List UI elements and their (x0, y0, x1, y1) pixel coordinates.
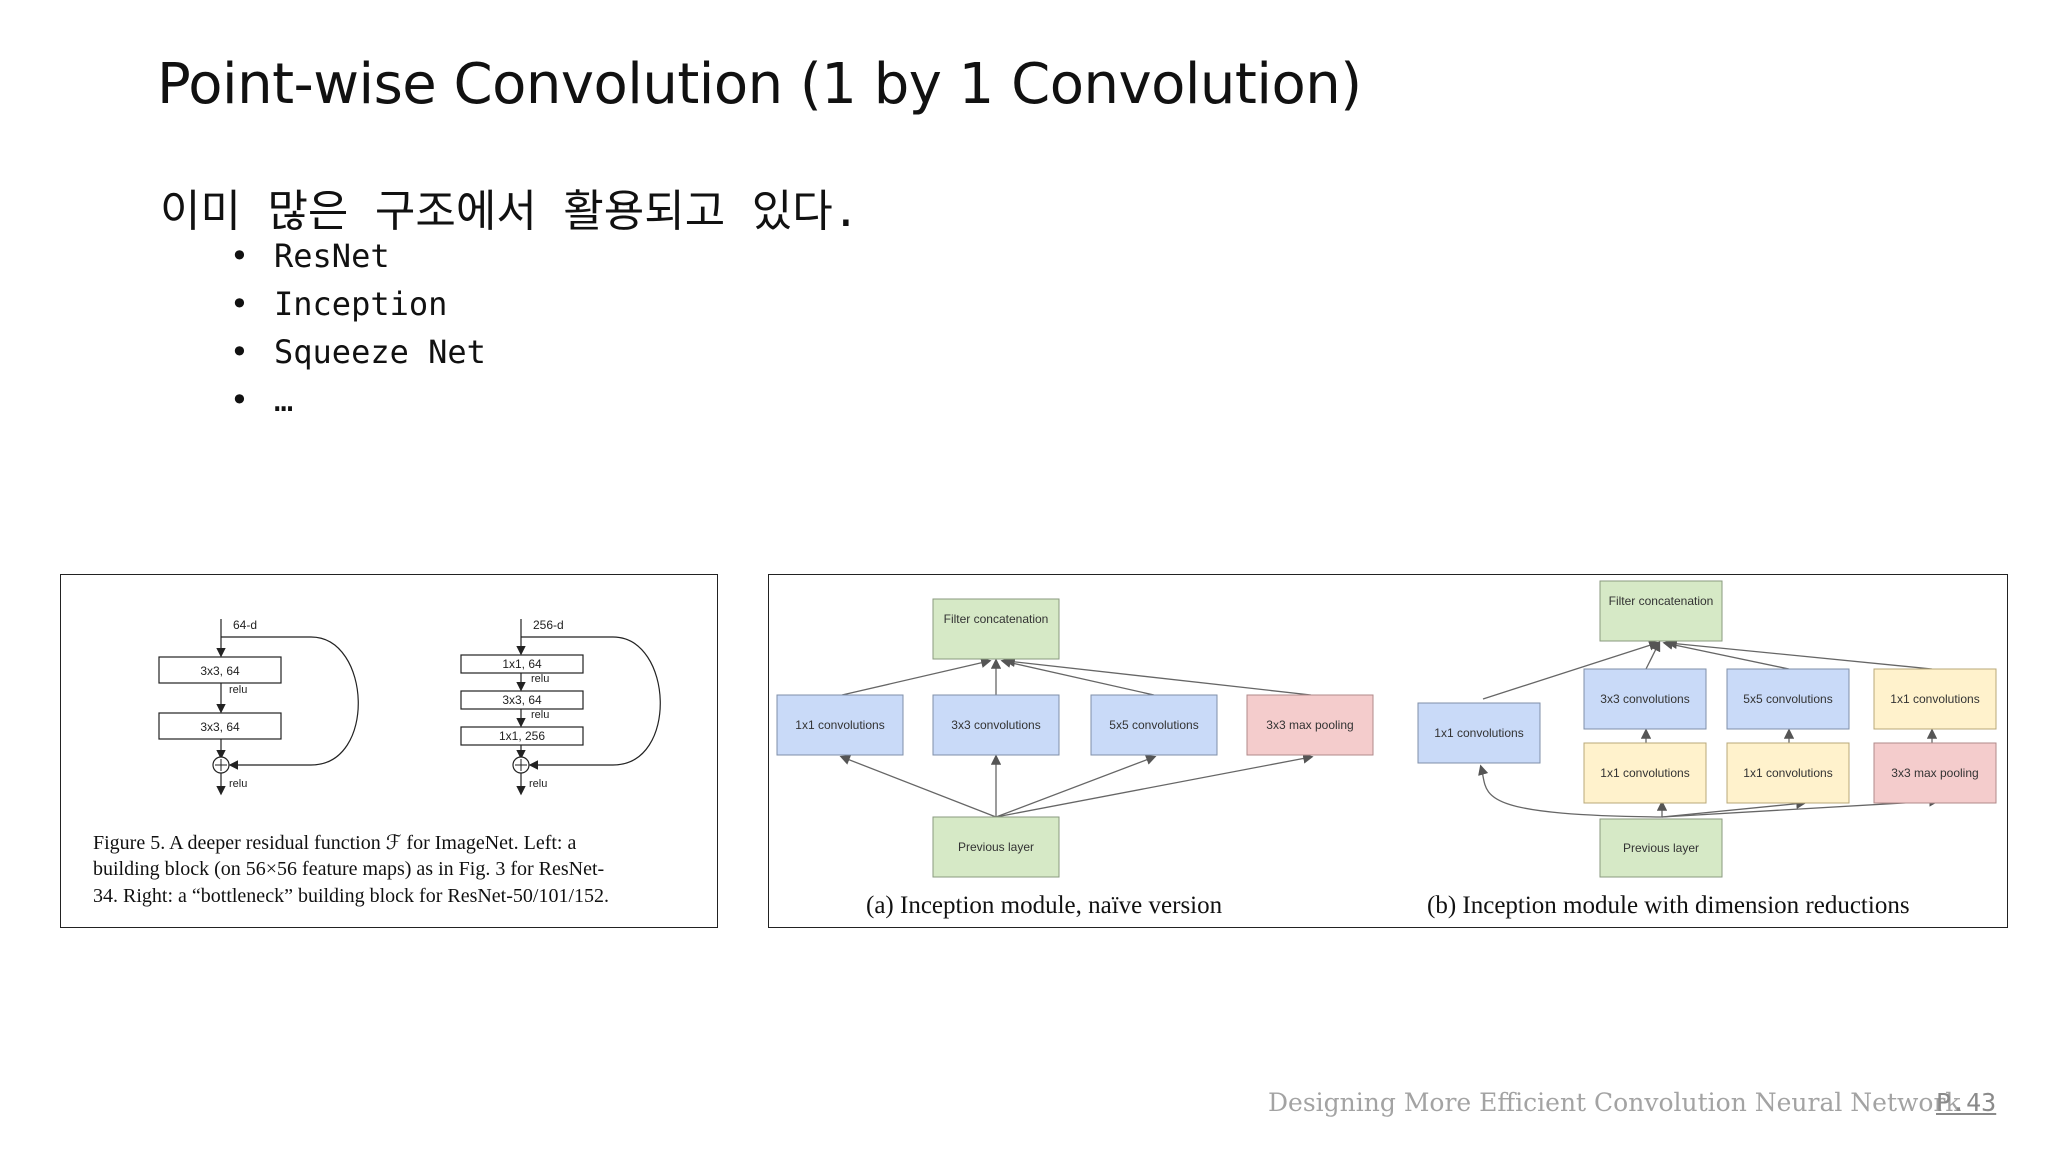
reduced-upper-5x5 (1726, 668, 1850, 730)
right-block-layer1-label: 1x1, 64 (502, 657, 542, 671)
right-block-layer1 (460, 654, 584, 674)
naive-branch-maxpool-label: 3x3 max pooling (1266, 718, 1353, 732)
inception-diagram: Filter concatenation 1x1 convolutions 3x… (776, 580, 1997, 919)
right-block-layer3 (460, 726, 584, 746)
naive-branch-1x1 (776, 694, 904, 756)
reduced-previous-layer-label: Previous layer (1623, 841, 1699, 855)
reduced-lower-maxpool (1873, 742, 1997, 804)
bullet-item-resnet: ResNet (230, 236, 486, 284)
reduced-previous-layer-box (1599, 818, 1723, 878)
reduced-left-1x1 (1417, 702, 1541, 764)
right-block-act2-label: relu (531, 709, 549, 721)
right-block-layer2 (460, 690, 584, 710)
left-block-layer2-label: 3x3, 64 (200, 720, 240, 734)
bullet-item-inception: Inception (230, 284, 486, 332)
page-number: P.43 (1936, 1088, 1997, 1117)
naive-branch-5x5 (1090, 694, 1218, 756)
slide-subtitle: 이미 많은 구조에서 활용되고 있다. (160, 186, 860, 237)
naive-filter-concat-label: Filter concatenation (943, 612, 1049, 626)
reduced-left-1x1-label: 1x1 convolutions (1434, 726, 1523, 740)
resnet-caption-line3: 34. Right: a “bottleneck” building block… (93, 885, 609, 907)
bullet-item-ellipsis: … (230, 380, 486, 428)
resnet-diagram: 64-d 3x3, 64 relu 3x3, 64 relu 256-d 1x1… (93, 618, 661, 907)
right-block-shortcut (521, 636, 661, 770)
bullet-list: ResNet Inception Squeeze Net … (230, 236, 486, 428)
reduced-upper-1x1 (1873, 668, 1997, 730)
naive-previous-layer-box (932, 816, 1060, 878)
reduced-filter-concat-label: Filter concatenation (1608, 594, 1714, 608)
naive-caption: (a) Inception module, naïve version (866, 892, 1223, 919)
right-block-layer3-label: 1x1, 256 (499, 729, 545, 743)
reduced-lower-1x1-a-label: 1x1 convolutions (1600, 766, 1689, 780)
reduced-lower-maxpool-label: 3x3 max pooling (1891, 766, 1978, 780)
resnet-caption-line2: building block (on 56×56 feature maps) a… (93, 858, 604, 880)
reduced-upper-3x3 (1583, 668, 1707, 730)
left-block-shortcut (221, 636, 359, 770)
bullet-item-squeezenet: Squeeze Net (230, 332, 486, 380)
reduced-filter-concat-box (1599, 580, 1723, 642)
left-block-input-label: 64-d (233, 618, 257, 632)
naive-branch-maxpool (1246, 694, 1374, 756)
left-block-act1-label: relu (229, 684, 247, 696)
naive-filter-concat-box (932, 598, 1060, 660)
naive-branch-3x3-label: 3x3 convolutions (951, 718, 1040, 732)
left-block-layer2 (158, 712, 282, 740)
right-block-act-out-label: relu (529, 778, 547, 790)
naive-branch-1x1-label: 1x1 convolutions (795, 718, 884, 732)
slide-title: Point-wise Convolution (1 by 1 Convoluti… (157, 52, 1362, 117)
right-block-act1-label: relu (531, 673, 549, 685)
reduced-upper-1x1-label: 1x1 convolutions (1890, 692, 1979, 706)
left-block-layer1-label: 3x3, 64 (200, 664, 240, 678)
reduced-upper-5x5-label: 5x5 convolutions (1743, 692, 1832, 706)
naive-previous-layer-label: Previous layer (958, 840, 1034, 854)
reduced-caption: (b) Inception module with dimension redu… (1427, 892, 1910, 919)
footer-text: Designing More Efficient Convolution Neu… (1268, 1088, 1961, 1117)
resnet-figure: 64-d 3x3, 64 relu 3x3, 64 relu 256-d 1x1… (60, 574, 718, 928)
left-block-act-out-label: relu (229, 778, 247, 790)
inception-figure: Filter concatenation 1x1 convolutions 3x… (768, 574, 2008, 928)
right-block-input-label: 256-d (533, 618, 564, 632)
reduced-upper-3x3-label: 3x3 convolutions (1600, 692, 1689, 706)
right-block-layer2-label: 3x3, 64 (502, 693, 542, 707)
reduced-lower-1x1-a (1583, 742, 1707, 804)
reduced-lower-1x1-b-label: 1x1 convolutions (1743, 766, 1832, 780)
naive-branch-3x3 (932, 694, 1060, 756)
resnet-caption-line1: Figure 5. A deeper residual function ℱ f… (93, 832, 576, 854)
reduced-lower-1x1-b (1726, 742, 1850, 804)
naive-branch-5x5-label: 5x5 convolutions (1109, 718, 1198, 732)
left-block-layer1 (158, 656, 282, 684)
